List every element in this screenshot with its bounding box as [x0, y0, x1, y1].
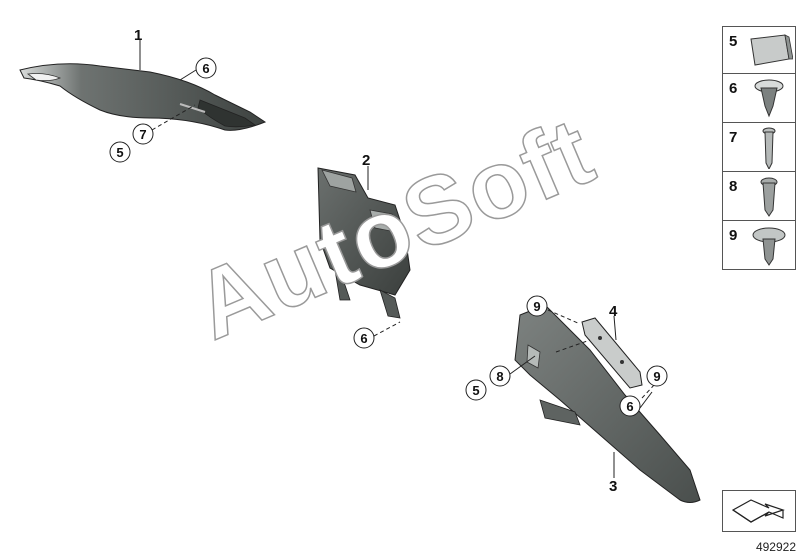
callout-part-3: 3	[609, 478, 617, 495]
orientation-reference-box	[722, 490, 796, 532]
orientation-arrow-icon	[731, 499, 785, 523]
legend-number-5: 5	[729, 33, 738, 50]
callout-top-6: 6	[202, 61, 209, 76]
callout-circles	[109, 57, 668, 417]
callout-part-2: 2	[362, 152, 370, 169]
callout-part-1: 1	[134, 27, 142, 44]
legend-number-9: 9	[729, 227, 738, 244]
cover-cap-icon	[750, 34, 793, 66]
legend-row-6: 6	[723, 74, 795, 123]
trim-bracket-part-2	[317, 167, 411, 319]
callout-top-7: 7	[139, 127, 146, 142]
bolt-icon	[760, 177, 778, 217]
flange-screw-icon	[752, 227, 786, 266]
bracket-part-4	[581, 317, 643, 389]
callout-right-9-top: 9	[533, 299, 540, 314]
diagram-number: 492922	[755, 540, 796, 554]
callout-right-5: 5	[472, 383, 479, 398]
callout-part-4: 4	[609, 303, 618, 320]
callout-circle-labels: 6 5 7 6 9 8 5 9 6	[116, 61, 660, 414]
callout-right-9-low: 9	[653, 369, 660, 384]
callout-right-8: 8	[496, 369, 503, 384]
legend-number-8: 8	[729, 178, 738, 195]
clip-icon	[754, 79, 784, 118]
callout-labels: 1 2 3 4	[134, 27, 618, 495]
legend-number-7: 7	[729, 129, 738, 146]
legend-row-8: 8	[723, 172, 795, 221]
trim-panel-part-1	[19, 63, 267, 131]
callout-top-5: 5	[116, 145, 123, 160]
legend-row-9: 9	[723, 221, 795, 269]
callout-right-6: 6	[626, 399, 633, 414]
callout-mid-6: 6	[360, 331, 367, 346]
legend-number-6: 6	[729, 80, 738, 97]
legend-row-7: 7	[723, 123, 795, 172]
screw-icon	[762, 127, 776, 169]
trim-panel-part-3	[514, 304, 701, 503]
leader-lines	[139, 40, 656, 478]
parts-legend: 5 6 7 8 9	[722, 26, 796, 270]
legend-row-5: 5	[723, 27, 795, 74]
